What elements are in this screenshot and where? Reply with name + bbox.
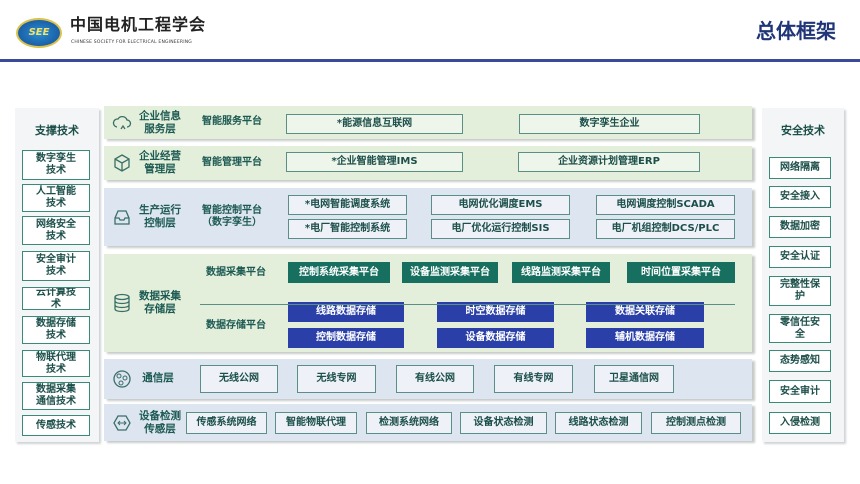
platform-item[interactable]: *电厂智能控制系统 (288, 219, 407, 239)
platform-item[interactable]: 电厂优化运行控制SIS (431, 219, 570, 239)
platform-label: 数据存储平台 (206, 320, 266, 331)
layer-name: 设备检测传感层 (139, 409, 181, 435)
platform-item[interactable]: *能源信息互联网 (286, 114, 463, 134)
security-tech-item[interactable]: 网络隔离 (769, 157, 831, 179)
platform-label: 智能服务平台 (202, 116, 262, 127)
platform-item[interactable]: 控制测点检测 (651, 412, 741, 434)
platform-item[interactable]: 线路监测采集平台 (512, 262, 610, 283)
platform-item[interactable]: 数据关联存储 (586, 302, 704, 322)
layer-5: 通信层 无线公网无线专网有线公网有线专网卫星通信网 (104, 359, 752, 399)
security-tech-item[interactable]: 数据加密 (769, 216, 831, 238)
platform-item[interactable]: 传感系统网络 (186, 412, 267, 434)
platform-item[interactable]: 电网优化调度EMS (431, 195, 570, 215)
platform-item[interactable]: *电网智能调度系统 (288, 195, 407, 215)
sensor-icon (113, 414, 131, 431)
org-name: 中国电机工程学会 (70, 15, 207, 34)
support-tech-item[interactable]: 网络安全技术 (22, 216, 90, 245)
support-tech-item[interactable]: 数据存储技术 (22, 316, 90, 344)
security-tech-item[interactable]: 安全接入 (769, 186, 831, 208)
header-divider (0, 59, 860, 62)
layer-4: 数据采集存储层 数据采集平台 控制系统采集平台设备监测采集平台线路监测采集平台时间位… (104, 254, 752, 352)
platform-item[interactable]: 企业资源计划管理ERP (518, 152, 700, 172)
platform-item[interactable]: 设备状态检测 (460, 412, 547, 434)
platform-item[interactable]: 辅机数据存储 (586, 328, 704, 348)
platform-item[interactable]: 有线公网 (396, 365, 474, 393)
org-name-en: CHINESE SOCIETY FOR ELECTRICAL ENGINEERI… (71, 40, 192, 45)
support-tech-item[interactable]: 传感技术 (22, 415, 90, 436)
platform-item[interactable]: 卫星通信网 (594, 365, 674, 393)
platform-item[interactable]: 设备监测采集平台 (402, 262, 498, 283)
platform-label: 智能管理平台 (202, 157, 262, 168)
platform-item[interactable]: 时空数据存储 (437, 302, 554, 322)
platform-item[interactable]: 线路数据存储 (288, 302, 404, 322)
database-icon (114, 293, 130, 313)
platform-item[interactable]: 线路状态检测 (555, 412, 642, 434)
platform-item[interactable]: 无线公网 (200, 365, 278, 393)
platform-item[interactable]: 检测系统网络 (366, 412, 452, 434)
security-tech-item[interactable]: 安全审计 (769, 380, 831, 403)
support-tech-item[interactable]: 云计算技术 (22, 287, 90, 310)
platform-divider (200, 304, 735, 305)
platform-item[interactable]: 有线专网 (494, 365, 573, 393)
box-icon (114, 154, 130, 172)
platform-item[interactable]: *企业智能管理IMS (286, 152, 463, 172)
network-icon (113, 370, 131, 388)
security-tech-item[interactable]: 入侵检测 (769, 412, 831, 434)
layer-6: 设备检测传感层传感系统网络智能物联代理检测系统网络设备状态检测线路状态检测控制测… (104, 404, 752, 441)
see-logo: SEE (16, 18, 62, 48)
security-tech-item[interactable]: 态势感知 (769, 350, 831, 372)
page-title: 总体框架 (756, 19, 836, 43)
support-tech-item[interactable]: 人工智能技术 (22, 184, 90, 212)
platform-item[interactable]: 智能物联代理 (275, 412, 357, 434)
security-tech-item[interactable]: 零信任安全 (769, 314, 831, 343)
layer-name: 企业信息服务层 (139, 109, 181, 135)
layer-name: 数据采集存储层 (139, 290, 181, 315)
layer-name: 生产运行控制层 (139, 204, 181, 229)
panel-title: 支撑技术 (35, 124, 79, 137)
platform-item[interactable]: 数字孪生企业 (519, 114, 700, 134)
cloud-icon (112, 115, 132, 129)
support-tech-item[interactable]: 数字孪生技术 (22, 150, 90, 180)
layer-name: 企业经营管理层 (139, 150, 181, 175)
platform-item[interactable]: 无线专网 (297, 365, 376, 393)
platform-item[interactable]: 控制系统采集平台 (288, 262, 390, 283)
security-tech-item[interactable]: 完整性保护 (769, 276, 831, 306)
support-tech-item[interactable]: 安全审计技术 (22, 251, 90, 281)
support-tech-item[interactable]: 数据采集通信技术 (22, 382, 90, 410)
layer-name: 通信层 (142, 372, 174, 384)
layer-1: 企业信息服务层 智能服务平台 *能源信息互联网 数字孪生企业 (104, 106, 752, 139)
platform-label: 智能控制平台（数字孪生） (202, 205, 262, 228)
support-tech-item[interactable]: 物联代理技术 (22, 350, 90, 377)
inbox-icon (114, 210, 130, 225)
platform-item[interactable]: 设备数据存储 (437, 328, 554, 348)
platform-item[interactable]: 电厂机组控制DCS/PLC (596, 219, 735, 239)
platform-item[interactable]: 控制数据存储 (288, 328, 404, 348)
security-tech-panel: 安全技术 网络隔离安全接入数据加密安全认证完整性保护零信任安全态势感知安全审计入… (762, 108, 844, 442)
panel-title: 安全技术 (781, 124, 825, 137)
platform-item[interactable]: 时间位置采集平台 (627, 262, 735, 283)
support-tech-panel: 支撑技术 数字孪生技术人工智能技术网络安全技术安全审计技术云计算技术数据存储技术… (15, 108, 99, 442)
security-tech-item[interactable]: 安全认证 (769, 246, 831, 268)
platform-label: 数据采集平台 (206, 267, 266, 278)
layer-2: 企业经营管理层 智能管理平台 *企业智能管理IMS 企业资源计划管理ERP (104, 146, 752, 180)
layer-3: 生产运行控制层智能控制平台（数字孪生） *电网智能调度系统 电网优化调度EMS 电网调… (104, 188, 752, 246)
platform-item[interactable]: 电网调度控制SCADA (596, 195, 735, 215)
